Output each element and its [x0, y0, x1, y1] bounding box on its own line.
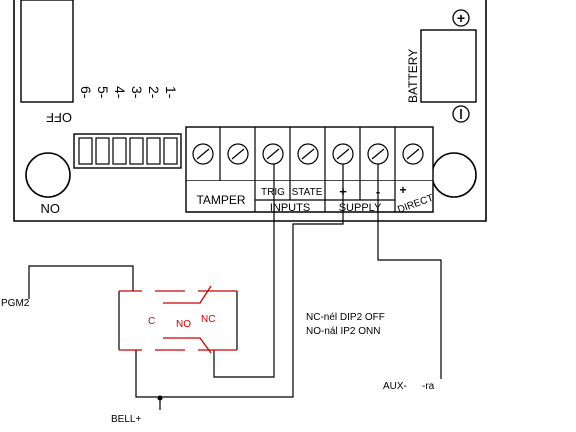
dip-number-1: 1-	[163, 86, 179, 99]
relay-no-label: NO	[176, 319, 191, 330]
label-direct-plus: +	[399, 183, 406, 197]
battery-box	[420, 29, 477, 103]
ra-label: -ra	[422, 381, 435, 392]
component-block	[20, 0, 74, 103]
board-outline	[13, 0, 487, 222]
aux-label: AUX-	[383, 381, 407, 392]
label-inputs: INPUTS	[270, 202, 310, 214]
on-button[interactable]	[25, 152, 71, 198]
relay: C NO NC	[118, 285, 238, 354]
dip-note-line1: NC-nél DIP2 OFF	[306, 312, 385, 323]
bell-junction	[157, 395, 163, 401]
dip-switch-4[interactable]	[129, 137, 144, 165]
label-supply: SUPPLY	[339, 202, 382, 214]
wires	[28, 164, 442, 410]
dip-note-line2: NO-nál IP2 ONN	[306, 326, 380, 337]
battery-label: BATTERY	[406, 49, 420, 103]
dip-switch-6[interactable]	[163, 137, 178, 165]
on-label: ON	[41, 201, 61, 216]
dip-number-3: 3-	[129, 86, 145, 99]
pgm2-label: PGM2	[1, 298, 30, 309]
label-trig: TRIG	[261, 187, 285, 198]
dip-switch-5[interactable]	[146, 137, 161, 165]
right-round-button[interactable]	[431, 152, 477, 198]
label-tamper: TAMPER	[196, 193, 245, 207]
dip-switch-1[interactable]	[78, 137, 93, 165]
terminal-label-strip	[185, 181, 434, 213]
label-state: STATE	[292, 187, 323, 198]
bell-label: BELL+	[111, 414, 141, 425]
relay-c-label: C	[148, 316, 155, 327]
dip-number-labels: 1- 2- 3- 4- 5- 6-	[78, 86, 179, 99]
dip-number-6: 6-	[78, 86, 94, 99]
dip-number-2: 2-	[146, 86, 162, 99]
relay-nc-label: NC	[201, 314, 215, 325]
terminal-block	[185, 126, 434, 182]
dip-switch-3[interactable]	[112, 137, 127, 165]
dip-switch-2[interactable]	[95, 137, 110, 165]
dip-number-5: 5-	[95, 86, 111, 99]
off-label: OFF	[46, 110, 72, 125]
battery-plus-icon	[452, 9, 470, 27]
dip-switch-bank	[73, 133, 182, 169]
battery-plus-sign: +	[457, 10, 465, 26]
dip-number-4: 4-	[112, 86, 128, 99]
